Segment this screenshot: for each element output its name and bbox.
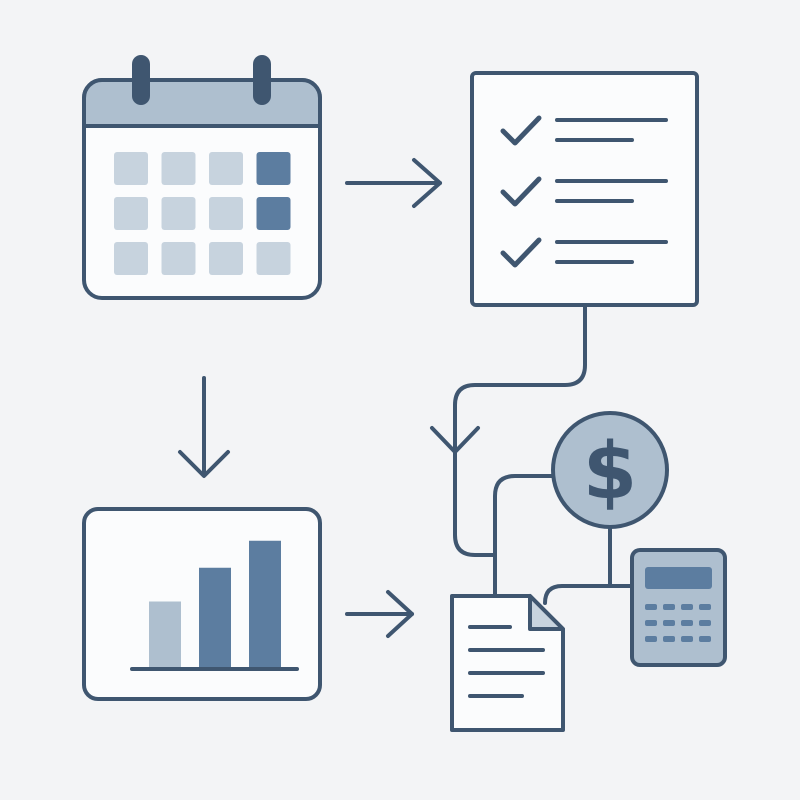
calendar-day-highlighted	[256, 197, 291, 230]
calendar-day	[209, 197, 243, 230]
document-fold	[528, 594, 565, 631]
chart-bar	[199, 567, 231, 669]
calendar-day	[114, 242, 148, 275]
calculator-display	[645, 567, 712, 589]
connector-calculator-to-document	[543, 584, 634, 605]
calculator-key	[681, 620, 693, 626]
calendar-ring-right	[253, 55, 271, 105]
calendar-day	[256, 242, 291, 275]
calculator-key	[663, 620, 675, 626]
checklist-row	[500, 237, 668, 268]
connector-checklist-to-document	[430, 303, 587, 597]
calendar-day	[209, 152, 243, 185]
calculator-key	[681, 636, 693, 642]
calculator-key	[699, 620, 711, 626]
checklist-row	[500, 115, 668, 146]
calendar-day	[209, 242, 243, 275]
calendar-header	[82, 78, 322, 128]
arrow-chart-to-document	[345, 590, 414, 638]
calculator-key	[645, 604, 657, 610]
calendar-day	[114, 152, 148, 185]
checklist-panel	[470, 71, 699, 307]
calculator-key	[699, 636, 711, 642]
checklist-icon	[470, 71, 699, 307]
chart-bar	[249, 540, 281, 669]
checklist-items	[500, 115, 668, 268]
calendar-day-highlighted	[256, 152, 291, 185]
calculator-key	[645, 620, 657, 626]
calendar-day	[161, 197, 196, 230]
arrow-calendar-to-checklist	[345, 158, 442, 208]
calendar-day-grid	[114, 152, 291, 275]
calculator-key	[645, 636, 657, 642]
arrow-calendar-to-chart	[178, 376, 230, 478]
calendar-day	[161, 152, 196, 185]
dollar-symbol: $	[583, 427, 637, 517]
calendar-icon	[82, 55, 322, 300]
calculator-key	[699, 604, 711, 610]
bar-chart-icon	[82, 507, 322, 701]
chart-bar	[149, 601, 181, 669]
calculator-keypad	[645, 604, 711, 642]
check-icon	[500, 115, 542, 146]
document-icon	[450, 594, 565, 732]
bar-chart-bars	[149, 540, 281, 669]
check-icon	[500, 237, 542, 268]
dollar-icon: $	[551, 411, 669, 529]
checklist-row	[500, 176, 668, 207]
connector-dollar-to-document	[493, 474, 557, 597]
dollar-coin	[551, 411, 669, 529]
calendar-day	[161, 242, 196, 275]
document-text-lines	[468, 625, 545, 698]
calculator-key	[663, 636, 675, 642]
arrowhead-down	[430, 426, 480, 454]
check-icon	[500, 176, 542, 207]
calculator-key	[681, 604, 693, 610]
calendar-ring-left	[132, 55, 150, 105]
calculator-key	[663, 604, 675, 610]
calendar-day	[114, 197, 148, 230]
calculator-icon	[630, 548, 727, 667]
